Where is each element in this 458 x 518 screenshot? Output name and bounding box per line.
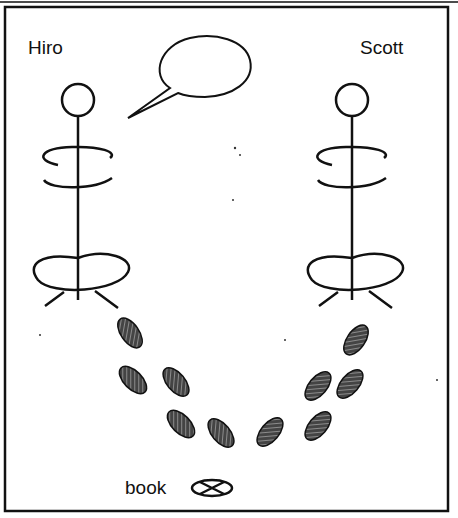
object-label: book (125, 478, 166, 499)
hiro-figure (34, 84, 129, 308)
person-name: Scott (360, 38, 403, 59)
book-icon (192, 480, 232, 496)
frame-border (5, 7, 448, 511)
scott-figure (308, 84, 403, 308)
footprints (113, 314, 373, 452)
person-name: Hiro (28, 38, 63, 59)
frame-top-line (0, 1, 458, 3)
paper-specks (39, 147, 438, 381)
speech-bubble (128, 36, 251, 118)
